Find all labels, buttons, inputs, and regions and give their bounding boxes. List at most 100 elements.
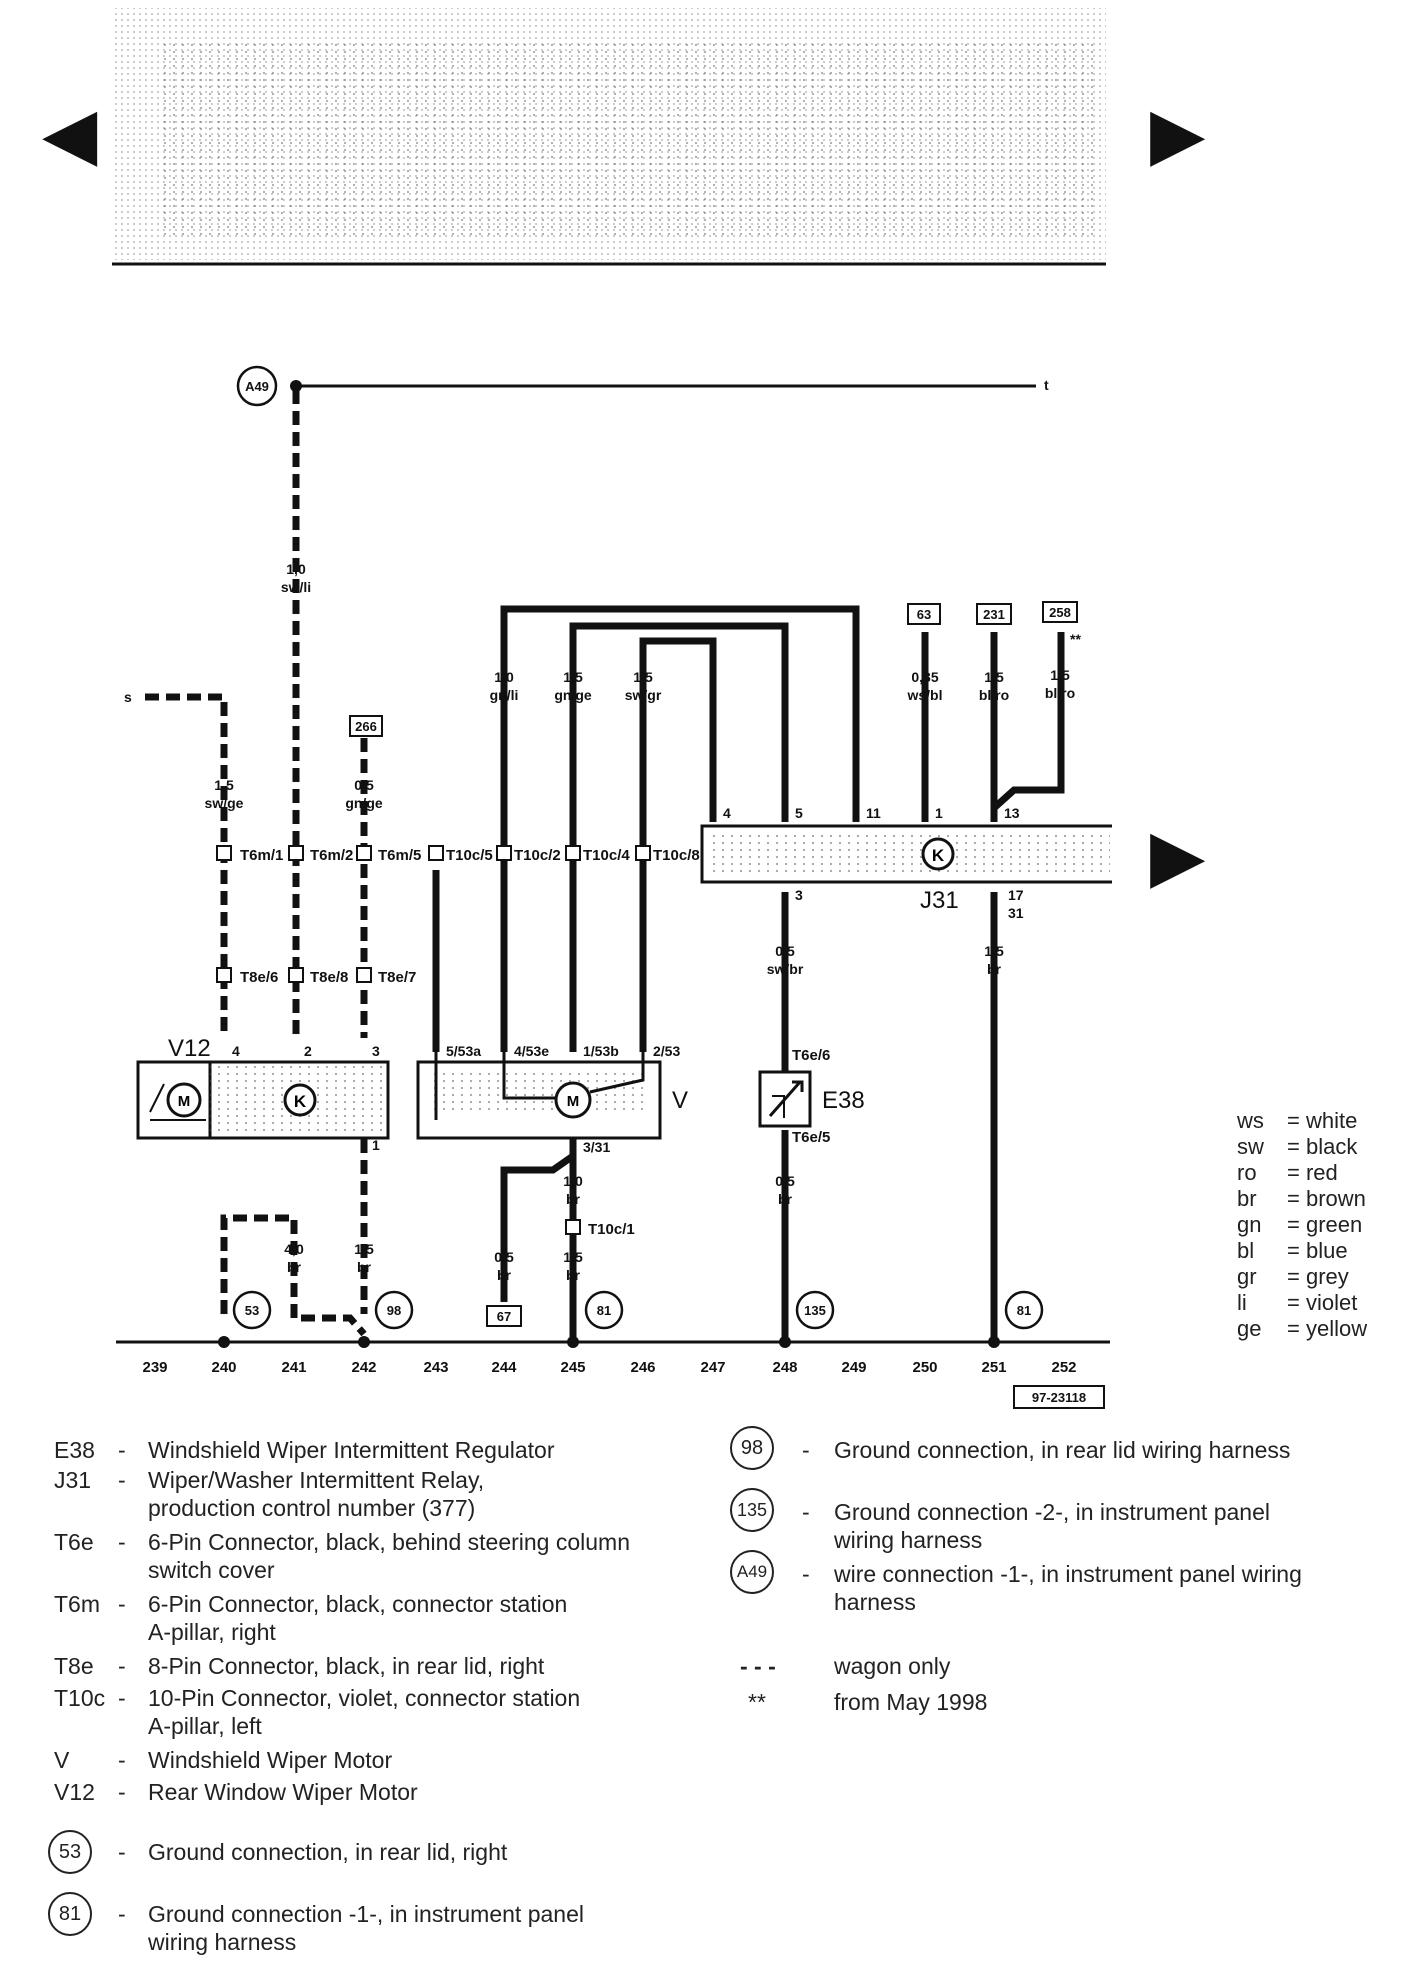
svg-text:0,5: 0,5 (775, 1173, 795, 1189)
ref-stars: ** (1070, 631, 1081, 647)
svg-text:17: 17 (1008, 887, 1024, 903)
svg-text:245: 245 (560, 1359, 585, 1376)
svg-text:bl/ro: bl/ro (1045, 685, 1075, 701)
legend-symbol-item: ** from May 1998 (748, 1689, 988, 1715)
right-end-label: t (1044, 377, 1049, 393)
svg-text:11: 11 (866, 805, 881, 821)
svg-text:3: 3 (795, 887, 803, 903)
svg-text:br: br (287, 1259, 302, 1275)
svg-text:1: 1 (372, 1137, 380, 1153)
ground-135: 135 (804, 1303, 826, 1318)
svg-text:br: br (566, 1267, 581, 1283)
ground-98-icon: 98 (730, 1426, 774, 1470)
svg-text:T8e/6: T8e/6 (240, 969, 278, 986)
ref-266: 266 (355, 719, 377, 734)
color-key-row: sw= black (1237, 1134, 1358, 1159)
ref-231: 231 (983, 607, 1005, 622)
legend-ground-item: 98 - Ground connection, in rear lid wiri… (730, 1426, 1370, 1476)
svg-text:1,5: 1,5 (354, 1241, 374, 1257)
svg-text:1,5: 1,5 (633, 669, 653, 685)
svg-text:4,0: 4,0 (284, 1241, 304, 1257)
label-j31: J31 (920, 887, 959, 914)
ref-boxes (349, 601, 1105, 1409)
svg-text:1,5: 1,5 (563, 669, 583, 685)
legend-ground-item: 81 - Ground connection -1-, in instrumen… (48, 1892, 688, 1956)
asterisk-icon: ** (748, 1689, 766, 1715)
nav-prev-icon[interactable]: ◀ (42, 91, 98, 175)
wire-labels: 1,0 sw/li 1,5 sw/ge 0,5 gn/ge 1,0 gn/li … (205, 561, 1076, 1283)
svg-text:246: 246 (630, 1359, 655, 1376)
ref-67: 67 (497, 1309, 511, 1324)
svg-text:247: 247 (700, 1359, 725, 1376)
label-v: V (672, 1087, 688, 1114)
ground-81a: 81 (597, 1303, 611, 1318)
svg-text:1,5: 1,5 (214, 777, 234, 793)
svg-text:2: 2 (304, 1043, 312, 1059)
svg-text:1/53b: 1/53b (583, 1043, 619, 1059)
ground-junctions (218, 1336, 1000, 1348)
svg-text:31: 31 (1008, 905, 1024, 921)
dashed-wires (145, 390, 368, 1337)
svg-text:bl/ro: bl/ro (979, 687, 1009, 703)
svg-text:250: 250 (912, 1359, 937, 1376)
component-v: M (416, 1052, 662, 1140)
dashed-line-icon: - - - (740, 1653, 776, 1679)
svg-text:4/53e: 4/53e (514, 1043, 549, 1059)
svg-text:sw/gr: sw/gr (625, 687, 662, 703)
wire-connection-a49-icon: A49 (730, 1550, 774, 1594)
svg-text:gn/li: gn/li (490, 687, 519, 703)
svg-text:239: 239 (142, 1359, 167, 1376)
connector-labels: T6m/1 T6m/2 T6m/5 T10c/5 T10c/2 T10c/4 T… (240, 847, 830, 1238)
legend-item: T6m-6-Pin Connector, black, connector st… (54, 1591, 568, 1645)
svg-text:br: br (497, 1267, 512, 1283)
svg-text:sw/li: sw/li (281, 579, 311, 595)
color-key-row: gr= grey (1237, 1264, 1349, 1289)
svg-text:4: 4 (232, 1043, 240, 1059)
svg-text:T8e/8: T8e/8 (310, 969, 348, 986)
svg-text:M: M (567, 1093, 580, 1110)
legend-ground-item: A49 - wire connection -1-, in instrument… (730, 1550, 1370, 1615)
svg-text:241: 241 (281, 1359, 306, 1376)
svg-text:sw/br: sw/br (767, 961, 804, 977)
svg-text:5: 5 (795, 805, 803, 821)
ground-point-a49: A49 (236, 365, 278, 407)
ground-81-icon: 81 (48, 1892, 92, 1936)
legend-item: T6e-6-Pin Connector, black, behind steer… (54, 1529, 631, 1583)
svg-text:br: br (566, 1191, 581, 1207)
svg-text:1,0: 1,0 (494, 669, 514, 685)
svg-text:T8e/7: T8e/7 (378, 969, 416, 986)
color-key-row: ws= white (1237, 1108, 1358, 1133)
legend-ground-item: 135 - Ground connection -2-, in instrume… (730, 1488, 1370, 1553)
svg-text:0,5: 0,5 (775, 943, 795, 959)
svg-text:ws/bl: ws/bl (906, 687, 942, 703)
svg-text:T10c/2: T10c/2 (514, 847, 561, 864)
left-start-label: s (124, 689, 132, 705)
svg-text:1,5: 1,5 (984, 669, 1004, 685)
svg-text:gn/ge: gn/ge (554, 687, 592, 703)
nav-next-icon-2[interactable]: ▶ (1150, 813, 1206, 897)
ref-63: 63 (917, 607, 931, 622)
svg-text:3: 3 (372, 1043, 380, 1059)
header-strip (112, 8, 1106, 266)
svg-text:1,5: 1,5 (563, 1249, 583, 1265)
svg-text:13: 13 (1004, 805, 1020, 821)
ground-53: 53 (245, 1303, 259, 1318)
component-v12: M K (136, 1060, 390, 1140)
color-key-row: br= brown (1237, 1186, 1366, 1211)
svg-text:0,5: 0,5 (494, 1249, 514, 1265)
label-e38: E38 (822, 1087, 865, 1114)
svg-text:0,5: 0,5 (354, 777, 374, 793)
color-key-row: ge= yellow (1237, 1316, 1368, 1341)
svg-text:M: M (178, 1093, 191, 1110)
nav-next-icon[interactable]: ▶ (1150, 91, 1206, 175)
svg-text:1,5: 1,5 (984, 943, 1004, 959)
svg-text:K: K (294, 1092, 307, 1111)
ground-circles (232, 1290, 1044, 1330)
color-key: ws= white sw= black ro= red br= brown gn… (1237, 1108, 1367, 1342)
color-key-row: bl= blue (1237, 1238, 1348, 1263)
label-v12: V12 (168, 1035, 211, 1062)
svg-text:1,0: 1,0 (286, 561, 306, 577)
svg-text:T10c/4: T10c/4 (583, 847, 630, 864)
color-key-row: gn= green (1237, 1212, 1363, 1237)
svg-text:gn/ge: gn/ge (345, 795, 383, 811)
